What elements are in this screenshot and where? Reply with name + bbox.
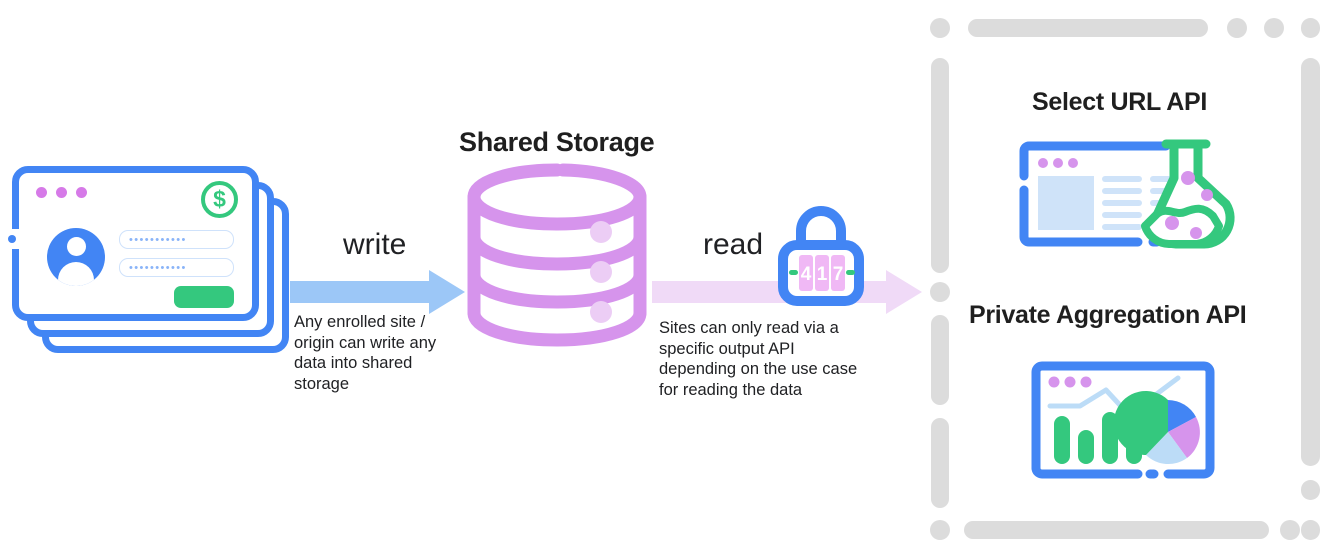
panel-border-left-dash-3	[931, 418, 949, 508]
write-arrow-icon	[290, 270, 465, 314]
dashboard-charts-icon	[1028, 358, 1218, 484]
combination-padlock-icon: 4 1 7	[777, 205, 865, 306]
panel-border-top-dot-2	[1227, 18, 1247, 38]
panel-border-right-dot-1	[1301, 480, 1320, 500]
submit-button[interactable]	[174, 286, 234, 308]
read-label: read	[703, 228, 764, 261]
browser-flask-icon	[1016, 138, 1235, 250]
output-api-panel	[924, 10, 1320, 544]
panel-border-top-dot-1	[930, 18, 950, 38]
shared-storage-title: Shared Storage	[459, 127, 655, 157]
window-left-notch	[8, 229, 19, 249]
panel-border-bottom-dot-2	[1280, 520, 1300, 540]
lock-digit-1: 4	[801, 264, 812, 285]
panel-border-top-dot-3	[1264, 18, 1284, 38]
dollar-coin-icon: $	[201, 181, 238, 218]
panel-border-top-dash	[968, 19, 1208, 37]
select-url-api-title: Select URL API	[1032, 88, 1208, 116]
password-field[interactable]: •••••••••••	[119, 258, 234, 277]
window-dot-2	[56, 187, 67, 198]
browser-window-stack: $ ••••••••••• •••••••••••	[8, 166, 302, 361]
database-cylinder-icon	[466, 162, 648, 348]
private-aggregation-api-title: Private Aggregation API	[969, 301, 1247, 329]
lock-digit-2: 1	[817, 264, 828, 285]
window-traffic-dots	[36, 187, 87, 198]
window-dot-1	[36, 187, 47, 198]
lock-digit-3: 7	[833, 264, 844, 285]
panel-border-bottom-dot-3	[1301, 520, 1320, 540]
panel-border-top-dot-4	[1301, 18, 1320, 38]
write-label: write	[343, 228, 407, 261]
panel-border-right-dash-1	[1301, 58, 1320, 466]
read-description: Sites can only read via a specific outpu…	[659, 319, 858, 399]
panel-border-left-dot-1	[930, 282, 950, 302]
panel-border-bottom-dash	[964, 521, 1269, 539]
browser-window-front: $ ••••••••••• •••••••••••	[12, 166, 259, 321]
panel-border-left-dash-1	[931, 58, 949, 273]
panel-border-left-dash-2	[931, 315, 949, 405]
window-dot-3	[76, 187, 87, 198]
write-description: Any enrolled site / origin can write any…	[294, 313, 437, 393]
username-field[interactable]: •••••••••••	[119, 230, 234, 249]
panel-border-bottom-dot-1	[930, 520, 950, 540]
avatar	[47, 228, 105, 286]
